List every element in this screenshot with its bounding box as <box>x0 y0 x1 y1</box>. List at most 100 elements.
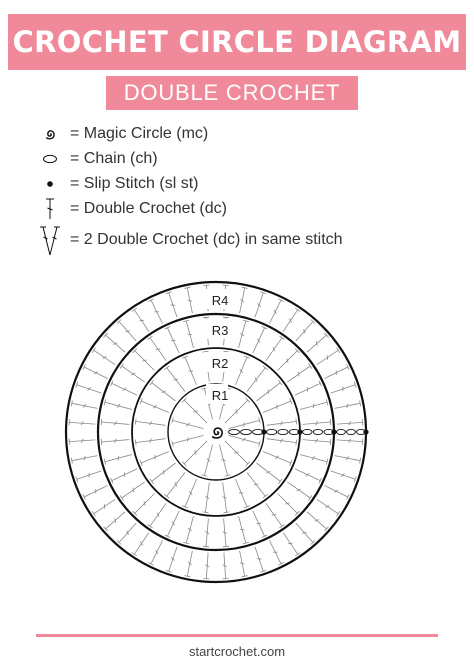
stitch-cross-bar <box>143 501 146 506</box>
legend-item-magic-circle: = Magic Circle (mc) <box>34 121 464 146</box>
stitch-top-bar <box>324 332 329 338</box>
stitch-cross-bar <box>205 495 210 500</box>
stitch-top-bar <box>164 326 171 330</box>
legend-item-chain: = Chain (ch) <box>34 146 464 171</box>
stitch-cross-bar <box>286 358 289 363</box>
stitch-top-bar <box>165 291 172 295</box>
stitch-cross-bar <box>155 550 159 555</box>
stitch-cross-bar <box>315 341 318 346</box>
stitch-top-bar <box>244 355 250 359</box>
stitch-cross-bar <box>305 472 310 477</box>
stitch-cross-bar <box>93 371 98 375</box>
stitch-top-bar <box>295 439 298 446</box>
stitch-top-bar <box>222 545 230 548</box>
stitch-cross-bar <box>88 472 90 478</box>
stitch-top-bar <box>258 440 261 447</box>
stitch-top-bar <box>132 510 138 516</box>
stitch-top-bar <box>70 457 73 464</box>
center-magic-circle-icon <box>211 427 223 439</box>
stitch-cross-bar <box>114 438 117 444</box>
stitch-cross-bar <box>296 488 301 492</box>
stitch-cross-bar <box>341 473 345 477</box>
stitch-top-bar <box>289 398 293 404</box>
stitch-cross-bar <box>222 564 227 567</box>
stitch-top-bar <box>329 418 332 426</box>
stitch-cross-bar <box>256 558 262 560</box>
stitch-top-bar <box>202 545 210 548</box>
title-banner: CROCHET CIRCLE DIAGRAM <box>8 14 466 70</box>
stitch-top-bar <box>353 381 357 388</box>
stitch-top-bar <box>147 335 153 340</box>
stitch-cross-bar <box>187 333 193 336</box>
stitch-top-bar <box>82 364 86 370</box>
stitch-top-bar <box>202 316 210 319</box>
stitch-top-bar <box>242 319 249 323</box>
stitch-cross-bar <box>116 403 121 408</box>
stitch-top-bar <box>148 298 154 302</box>
stitch-top-bar <box>279 335 285 340</box>
legend-item-double-crochet: = Double Crochet (dc) <box>34 196 464 221</box>
stitch-top-bar <box>336 510 341 517</box>
round-label-r1: R1 <box>212 388 229 403</box>
stitch-top-bar <box>260 569 267 573</box>
stitch-top-bar <box>70 400 73 407</box>
stitch-cross-bar <box>161 390 166 394</box>
slip-stitch-dot <box>363 429 369 435</box>
stitch-cross-bar <box>314 519 319 522</box>
stitch-cross-bar <box>315 438 319 443</box>
stitch-cross-bar <box>240 298 245 303</box>
stitch-cross-bar <box>171 557 175 561</box>
stitch-top-bar <box>139 460 143 466</box>
stitch-cross-bar <box>132 487 134 493</box>
stitch-top-bar <box>147 524 153 529</box>
stitch-top-bar <box>310 540 316 545</box>
stitch-top-bar <box>201 474 208 477</box>
stitch-cross-bar <box>171 521 176 526</box>
stitch-cross-bar <box>83 455 86 461</box>
stitch-top-bar <box>260 291 267 295</box>
stitch-cross-bar <box>125 330 130 333</box>
stitch-top-bar <box>294 552 301 557</box>
stitch-top-bar <box>318 477 322 484</box>
stitch-cross-bar <box>140 541 144 546</box>
stitch-top-bar <box>110 477 114 484</box>
stitch-cross-bar <box>81 438 84 443</box>
legend-item-slip-stitch: = Slip Stitch (sl st) <box>34 171 464 196</box>
stitch-top-bar <box>336 347 341 354</box>
stitch-cross-bar <box>334 489 339 493</box>
stitch-top-bar <box>294 510 300 516</box>
stitch-top-bar <box>131 307 138 312</box>
stitch-top-bar <box>149 478 154 484</box>
stitch-top-bar <box>278 562 284 566</box>
stitch-cross-bar <box>348 421 351 426</box>
stitch-top-bar <box>181 397 187 403</box>
slip-stitch-dot <box>297 429 303 435</box>
stitch-top-bar <box>184 286 191 289</box>
stitch-legend: = Magic Circle (mc) = Chain (ch) = Slip … <box>34 121 464 259</box>
stitch-top-bar <box>324 526 329 532</box>
stitch-cross-bar <box>254 377 258 382</box>
stitch-cross-bar <box>348 438 352 443</box>
legend-label: = Double Crochet (dc) <box>70 199 227 217</box>
stitch-top-bar <box>139 398 143 404</box>
stitch-cross-bar <box>325 504 330 508</box>
stitch-cross-bar <box>345 456 350 461</box>
stitch-top-bar <box>241 575 248 578</box>
stitch-top-bar <box>164 494 170 499</box>
stitch-cross-bar <box>155 348 161 350</box>
stitch-top-bar <box>181 461 187 467</box>
stitch-cross-bar <box>170 304 176 306</box>
stitch-top-bar <box>294 307 301 312</box>
stitch-top-bar <box>103 526 108 532</box>
stitch-cross-bar <box>235 409 238 414</box>
legend-item-two-double-crochet: = 2 Double Crochet (dc) in same stitch <box>34 221 464 259</box>
stitch-top-bar <box>262 365 268 370</box>
stitch-top-bar <box>119 363 124 369</box>
stitch-top-bar <box>182 505 188 509</box>
legend-label: = Chain (ch) <box>70 149 158 167</box>
stitch-cross-bar <box>239 528 245 531</box>
round-label-r3: R3 <box>212 323 229 338</box>
stitch-top-bar <box>164 365 170 370</box>
stitch-top-bar <box>82 494 86 500</box>
